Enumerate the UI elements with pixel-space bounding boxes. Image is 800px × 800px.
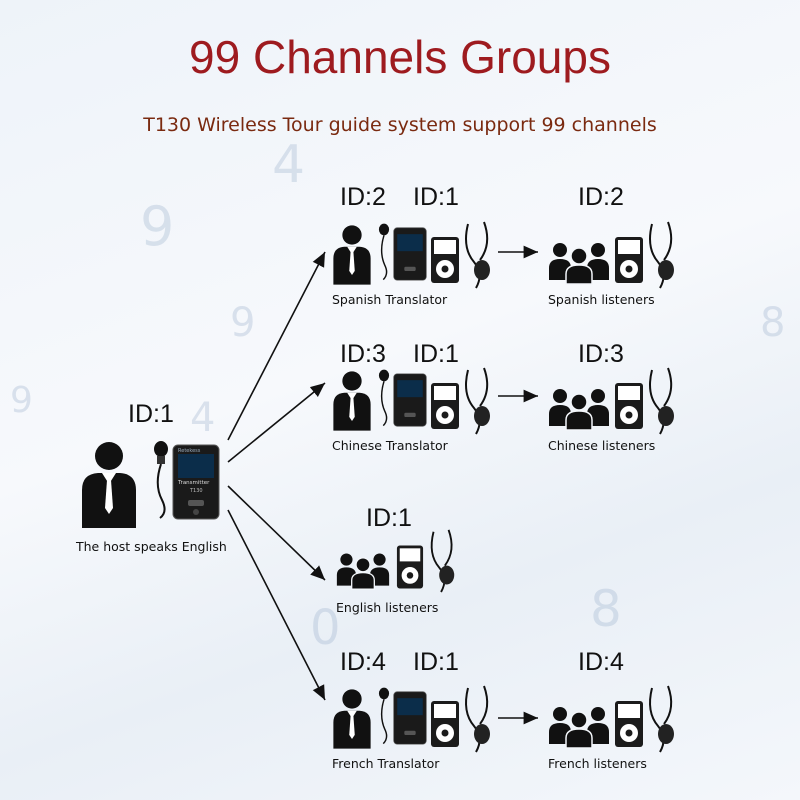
background-digit: 9 xyxy=(10,380,33,421)
french-listeners-group-icon xyxy=(549,707,609,749)
spanish-listeners-group-icon xyxy=(549,243,609,285)
spanish-listener-id: ID:2 xyxy=(578,183,624,211)
spanish-lapel-mic-icon xyxy=(378,223,390,281)
spanish-listener-receiver-icon xyxy=(615,237,643,283)
chinese-listener-id: ID:3 xyxy=(578,340,624,368)
english-listeners-caption: English listeners xyxy=(336,600,439,615)
french-receiver-id: ID:1 xyxy=(413,648,459,676)
background-digit: 9 xyxy=(140,195,175,258)
spanish-earphone-icon xyxy=(465,221,490,289)
french-lapel-mic-icon xyxy=(378,687,390,745)
french-listener-earphone-icon xyxy=(649,685,674,753)
chinese-translator-id: ID:3 xyxy=(340,340,386,368)
chinese-translator-caption: Chinese Translator xyxy=(332,438,448,453)
chinese-translator-person-icon xyxy=(333,371,371,431)
french-listener-receiver-icon xyxy=(615,701,643,747)
background-digit: 0 xyxy=(310,600,341,656)
host-person-icon xyxy=(82,442,136,528)
french-translator-caption: French Translator xyxy=(332,756,440,771)
arrow-host-to-french xyxy=(227,509,326,701)
chinese-receiver-id: ID:1 xyxy=(413,340,459,368)
device-sub-text: T130 xyxy=(190,488,203,494)
french-listener-id: ID:4 xyxy=(578,648,624,676)
background-digit: 4 xyxy=(190,395,216,441)
english-listeners-group-icon xyxy=(336,553,390,590)
host-id-label: ID:1 xyxy=(128,400,174,428)
chinese-listeners-caption: Chinese listeners xyxy=(548,438,656,453)
spanish-receiver-id: ID:1 xyxy=(413,183,459,211)
french-earphone-icon xyxy=(465,685,490,753)
page-title: 99 Channels Groups xyxy=(189,31,611,83)
host-lapel-mic-icon xyxy=(154,441,168,519)
spanish-listener-earphone-icon xyxy=(649,221,674,289)
chinese-lapel-mic-icon xyxy=(378,369,390,427)
english-listener-earphone-icon xyxy=(430,529,455,593)
chinese-listener-receiver-icon xyxy=(615,383,643,429)
french-transmitter-icon xyxy=(393,691,427,745)
spanish-listeners-caption: Spanish listeners xyxy=(548,292,655,307)
chinese-listeners-group-icon xyxy=(549,389,609,431)
background-digit: 8 xyxy=(590,580,622,638)
english-listener-id: ID:1 xyxy=(366,504,412,532)
background-digit: 9 xyxy=(230,300,256,346)
english-listener-receiver-icon xyxy=(396,545,424,589)
background-digit: 4 xyxy=(272,135,306,195)
host-caption: The host speaks English xyxy=(76,539,227,554)
french-listeners-caption: French listeners xyxy=(548,756,647,771)
device-brand-text: Retekess xyxy=(178,448,201,454)
chinese-earphone-icon xyxy=(465,367,490,435)
chinese-listener-earphone-icon xyxy=(649,367,674,435)
arrow-host-to-english xyxy=(227,485,326,581)
spanish-translator-id: ID:2 xyxy=(340,183,386,211)
page-subtitle: T130 Wireless Tour guide system support … xyxy=(143,114,657,136)
host-transmitter-icon xyxy=(172,444,220,520)
french-translator-person-icon xyxy=(333,689,371,749)
background-digit: 8 xyxy=(760,300,786,346)
spanish-receiver-icon xyxy=(431,237,459,283)
device-model-text: Transmitter xyxy=(178,480,210,486)
spanish-translator-caption: Spanish Translator xyxy=(332,292,448,307)
french-receiver-icon xyxy=(431,701,459,747)
arrow-host-to-spanish xyxy=(227,251,326,441)
french-translator-id: ID:4 xyxy=(340,648,386,676)
chinese-receiver-icon xyxy=(431,383,459,429)
spanish-transmitter-icon xyxy=(393,227,427,281)
chinese-transmitter-icon xyxy=(393,373,427,427)
spanish-translator-person-icon xyxy=(333,225,371,285)
arrow-host-to-chinese xyxy=(227,382,326,463)
